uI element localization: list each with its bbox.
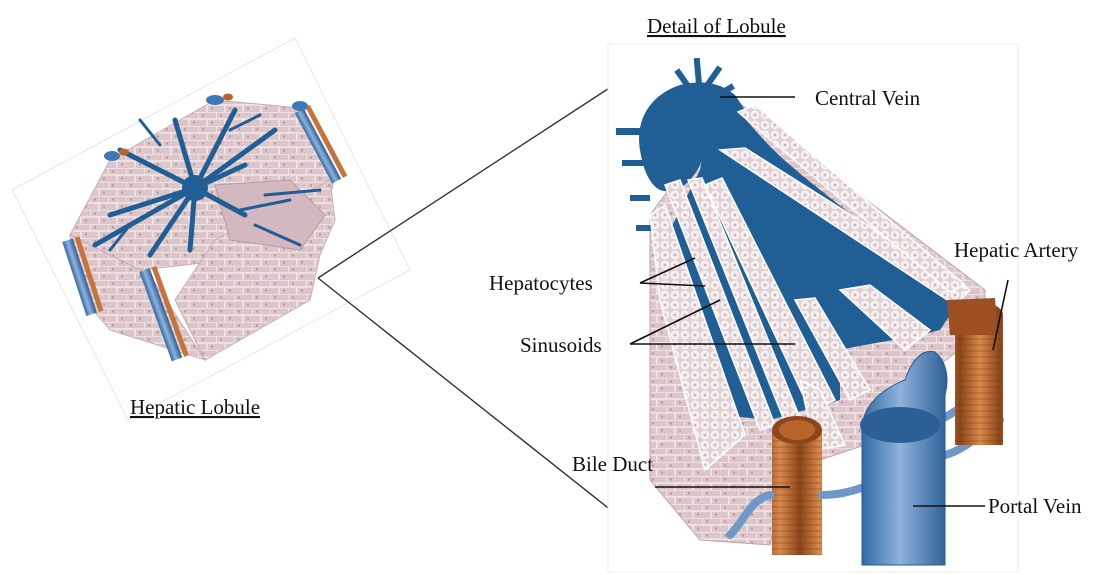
bile-duct-label: Bile Duct [572,452,653,476]
hepatic-lobule-label: Hepatic Lobule [130,395,260,419]
hepatic-lobule-illustration [12,38,410,420]
hepatocytes-label: Hepatocytes [489,271,593,295]
lobule-central-vein [182,175,208,201]
hepatic-artery-label: Hepatic Artery [954,238,1079,262]
detail-hepatic-artery [947,298,1003,445]
zoom-line-lower [318,278,636,530]
sinusoids-label: Sinusoids [520,333,602,357]
detail-bile-duct [772,416,822,555]
portal-vein-label: Portal Vein [988,494,1082,518]
zoom-line-upper [318,68,640,278]
central-vein-label: Central Vein [815,86,921,110]
lobule-detail-illustration [608,44,1018,572]
detail-of-lobule-label: Detail of Lobule [647,14,786,38]
